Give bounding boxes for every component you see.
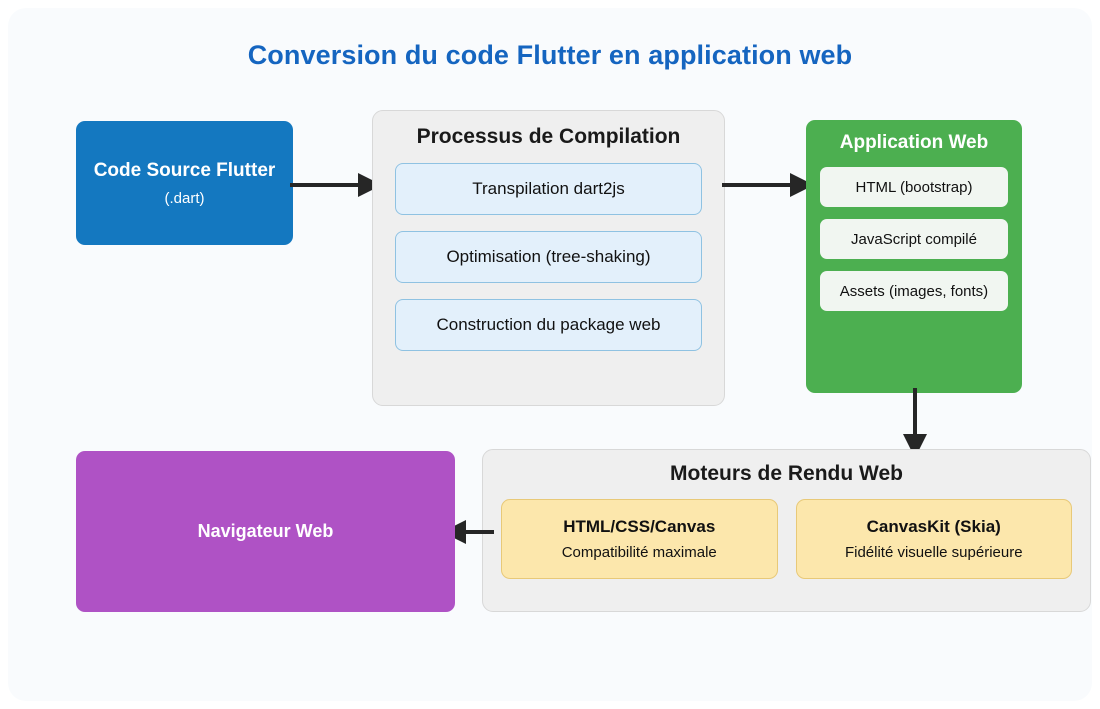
renderer-html-css-canvas-description: Compatibilité maximale [561,544,717,561]
source-node-subtitle: (.dart) [164,189,205,207]
application-artifact-assets[interactable]: Assets (images, fonts) [820,271,1008,311]
renderer-canvaskit-skia-description: Fidélité visuelle supérieure [844,544,1023,561]
renderers-engine-row: HTML/CSS/Canvas Compatibilité maximale C… [501,499,1072,579]
compilation-step-optimisation[interactable]: Optimisation (tree-shaking) [395,231,702,283]
browser-node-title: Navigateur Web [197,521,334,542]
compilation-step-list: Transpilation dart2js Optimisation (tree… [395,163,702,351]
source-node-title: Code Source Flutter [93,160,276,182]
renderer-html-css-canvas-title: HTML/CSS/Canvas [563,517,716,536]
group-moteurs-rendu-web: Moteurs de Rendu Web HTML/CSS/Canvas Com… [482,449,1091,612]
arrow-application-to-renderers-icon [903,388,927,458]
node-code-source-flutter[interactable]: Code Source Flutter (.dart) [76,121,293,245]
node-navigateur-web[interactable]: Navigateur Web [76,451,455,612]
application-node-title: Application Web [839,132,989,153]
arrow-source-to-compilation-icon [290,173,382,197]
group-processus-compilation: Processus de Compilation Transpilation d… [372,110,725,406]
application-artifact-list: HTML (bootstrap) JavaScript compilé Asse… [820,167,1008,311]
arrow-compilation-to-application-icon [722,173,814,197]
renderer-html-css-canvas[interactable]: HTML/CSS/Canvas Compatibilité maximale [501,499,778,579]
application-artifact-javascript[interactable]: JavaScript compilé [820,219,1008,259]
renderers-group-title: Moteurs de Rendu Web [670,462,903,485]
compilation-step-transpilation[interactable]: Transpilation dart2js [395,163,702,215]
compilation-step-construction[interactable]: Construction du package web [395,299,702,351]
renderer-canvaskit-skia-title: CanvasKit (Skia) [866,517,1001,536]
node-application-web[interactable]: Application Web HTML (bootstrap) JavaScr… [806,120,1022,393]
application-artifact-html[interactable]: HTML (bootstrap) [820,167,1008,207]
renderer-canvaskit-skia[interactable]: CanvasKit (Skia) Fidélité visuelle supér… [795,499,1072,579]
compilation-group-title: Processus de Compilation [416,125,681,148]
page-title: Conversion du code Flutter en applicatio… [247,40,853,70]
